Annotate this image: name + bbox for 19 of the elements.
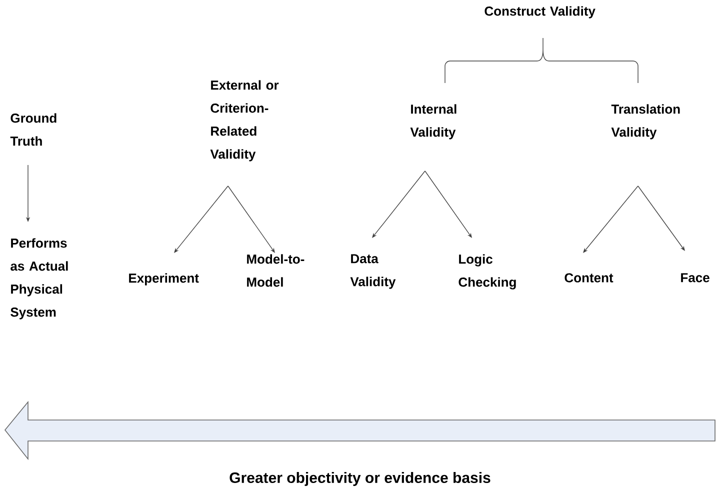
arrow (174, 186, 228, 253)
node-label: Internal Validity (410, 104, 456, 140)
caption-text: Greater objectivity or evidence basis (230, 472, 490, 486)
node-label: Logic Checking (458, 254, 516, 290)
arrow (228, 186, 275, 253)
node-label: Construct Validity (484, 6, 596, 18)
node-label: Translation Validity (611, 104, 680, 140)
node-label: Experiment (129, 273, 199, 286)
node-label: Data Validity (350, 254, 396, 289)
node-label: External or Criterion-Related Validity (210, 80, 279, 162)
node-label: Model-to-Model (247, 254, 304, 287)
node-label: Ground Truth (10, 113, 56, 146)
arrow (583, 186, 638, 253)
node-label: Face (681, 273, 710, 282)
node-label: Performs as Actual Physical System (10, 238, 68, 320)
node-label: Content (564, 273, 614, 282)
arrow (638, 186, 685, 251)
arrow (424, 170, 472, 238)
arrow (372, 170, 426, 238)
